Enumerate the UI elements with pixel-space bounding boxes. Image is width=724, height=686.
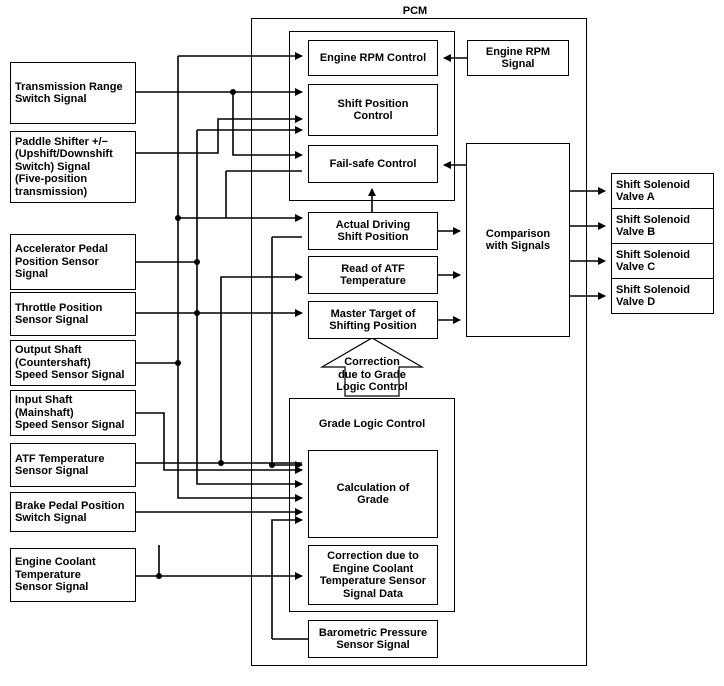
pcm-title: PCM xyxy=(402,5,428,17)
connector-line xyxy=(136,115,303,154)
junction-dot xyxy=(230,89,236,95)
input-label: Input Shaft (Mainshaft) Speed Sensor Sig… xyxy=(15,394,125,432)
output-label: Shift Solenoid Valve B xyxy=(616,213,690,239)
master-target-block: Master Target of Shifting Position xyxy=(308,301,438,339)
input-label: Transmission Range Switch Signal xyxy=(15,80,123,106)
output-label: Shift Solenoid Valve A xyxy=(616,178,690,204)
junction-dot xyxy=(194,259,200,265)
calculation-of-grade-block: Calculation of Grade xyxy=(308,450,438,538)
output-valve-d: Shift Solenoid Valve D xyxy=(611,278,714,314)
fail-safe-control-block: Fail-safe Control xyxy=(308,145,438,183)
junction-dot xyxy=(175,360,181,366)
input-throttle-position: Throttle Position Sensor Signal xyxy=(10,292,136,336)
input-brake-pedal: Brake Pedal Position Switch Signal xyxy=(10,492,136,532)
input-label: Engine Coolant Temperature Sensor Signal xyxy=(15,556,96,594)
input-accelerator-pedal: Accelerator Pedal Position Sensor Signal xyxy=(10,234,136,290)
comparison-with-signals-block: Comparison with Signals xyxy=(466,143,570,337)
connector-line xyxy=(232,92,303,159)
grade-correction-arrow xyxy=(319,337,425,397)
block-label: Engine RPM Control xyxy=(319,51,427,64)
junction-dot xyxy=(175,215,181,221)
input-label: Paddle Shifter +/− (Upshift/Downshift Sw… xyxy=(15,135,113,198)
output-label: Shift Solenoid Valve C xyxy=(616,248,690,274)
input-engine-coolant: Engine Coolant Temperature Sensor Signal xyxy=(10,548,136,602)
input-atf-temperature: ATF Temperature Sensor Signal xyxy=(10,443,136,487)
connector-line xyxy=(271,237,303,469)
input-output-shaft: Output Shaft (Countershaft) Speed Sensor… xyxy=(10,340,136,386)
input-paddle-shifter: Paddle Shifter +/− (Upshift/Downshift Sw… xyxy=(10,131,136,203)
block-label: Comparison with Signals xyxy=(485,227,551,253)
input-label: ATF Temperature Sensor Signal xyxy=(15,452,105,478)
engine-rpm-control-block: Engine RPM Control xyxy=(308,40,438,76)
input-label: Accelerator Pedal Position Sensor Signal xyxy=(15,243,108,281)
block-label: Actual Driving Shift Position xyxy=(335,218,411,244)
junction-dot xyxy=(218,460,224,466)
engine-rpm-signal-block: Engine RPM Signal xyxy=(467,40,569,76)
block-label: Master Target of Shifting Position xyxy=(329,307,417,333)
barometric-pressure-block: Barometric Pressure Sensor Signal xyxy=(308,620,438,658)
output-valve-c: Shift Solenoid Valve C xyxy=(611,243,714,279)
connector-line xyxy=(196,130,303,488)
connector-line xyxy=(220,273,303,463)
pcm-frame xyxy=(251,18,587,666)
read-of-atf-temperature-block: Read of ATF Temperature xyxy=(308,256,438,294)
shift-position-control-block: Shift Position Control xyxy=(308,84,438,136)
block-label: Shift Position Control xyxy=(337,97,409,123)
block-label: Engine RPM Signal xyxy=(485,45,551,71)
input-label: Output Shaft (Countershaft) Speed Sensor… xyxy=(15,344,125,382)
output-valve-a: Shift Solenoid Valve A xyxy=(611,173,714,209)
block-label: Barometric Pressure Sensor Signal xyxy=(318,626,428,652)
block-label: Fail-safe Control xyxy=(329,157,417,170)
input-input-shaft: Input Shaft (Mainshaft) Speed Sensor Sig… xyxy=(10,390,136,436)
grade-logic-control-title: Grade Logic Control xyxy=(318,418,426,430)
coolant-correction-block: Correction due to Engine Coolant Tempera… xyxy=(308,545,438,605)
input-label: Throttle Position Sensor Signal xyxy=(15,301,103,327)
junction-dot xyxy=(269,462,275,468)
input-label: Brake Pedal Position Switch Signal xyxy=(15,499,125,525)
output-valve-b: Shift Solenoid Valve B xyxy=(611,208,714,244)
junction-dot xyxy=(194,310,200,316)
grade-logic-frame xyxy=(289,398,455,612)
input-transmission-range: Transmission Range Switch Signal xyxy=(10,62,136,124)
block-label: Read of ATF Temperature xyxy=(340,262,406,288)
block-label: Calculation of Grade xyxy=(336,481,410,507)
connector-line xyxy=(177,56,303,502)
connector-line xyxy=(271,516,303,639)
block-label: Correction due to Engine Coolant Tempera… xyxy=(319,550,427,600)
output-label: Shift Solenoid Valve D xyxy=(616,283,690,309)
grade-correction-label: Correction due to Grade Logic Control xyxy=(336,356,408,393)
connector-line xyxy=(136,412,303,474)
actual-driving-shift-position-block: Actual Driving Shift Position xyxy=(308,212,438,250)
junction-dot xyxy=(156,573,162,579)
